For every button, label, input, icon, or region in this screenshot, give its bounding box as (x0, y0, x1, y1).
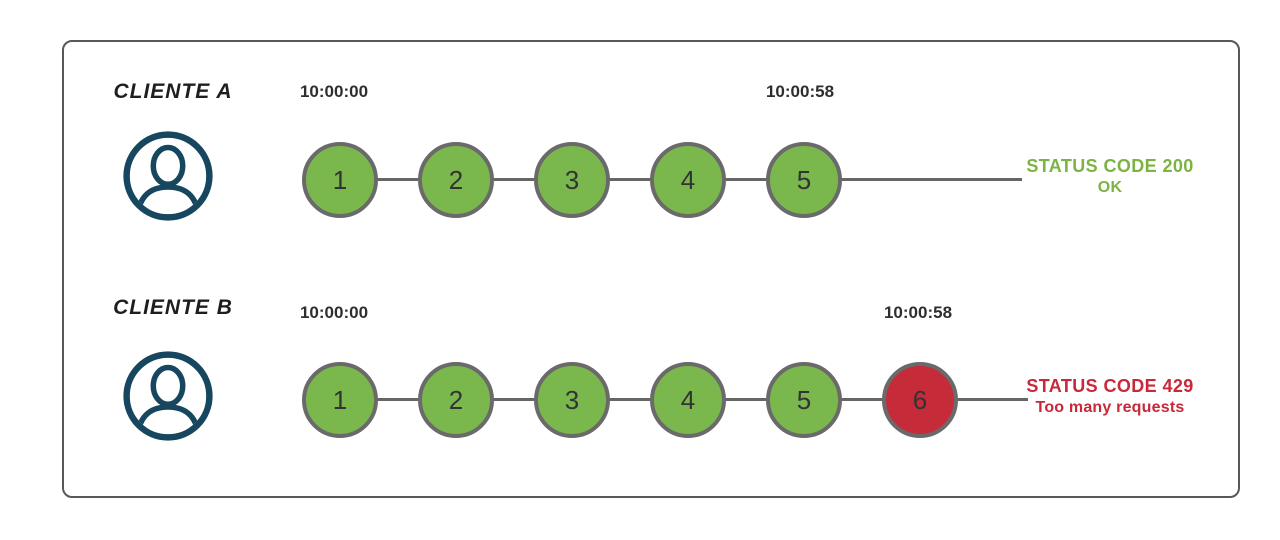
request-number: 6 (912, 384, 928, 415)
client-a-label: CLIENTE A (113, 80, 233, 103)
status-code-text: STATUS CODE 429 (1026, 376, 1194, 396)
request-number: 3 (564, 164, 580, 195)
status-message: STATUS CODE 429 Too many requests (1010, 376, 1210, 418)
request-circle: 1 (302, 362, 378, 438)
request-circle: 4 (650, 142, 726, 218)
status-description-text: Too many requests (1035, 399, 1185, 416)
request-number: 1 (332, 384, 348, 415)
request-circle: 1 (302, 142, 378, 218)
request-number: 4 (680, 164, 696, 195)
end-timestamp: 10:00:58 (883, 303, 953, 322)
request-circle: 5 (766, 362, 842, 438)
diagram-frame (62, 40, 1240, 498)
request-number: 1 (332, 164, 348, 195)
request-number: 3 (564, 384, 580, 415)
user-avatar-icon (122, 130, 214, 222)
request-circle: 3 (534, 362, 610, 438)
request-number: 5 (796, 384, 812, 415)
client-b-label: CLIENTE B (113, 296, 233, 319)
request-circle: 5 (766, 142, 842, 218)
status-message: STATUS CODE 200 OK (1010, 156, 1210, 198)
request-circle: 2 (418, 362, 494, 438)
request-number: 2 (448, 164, 464, 195)
request-circle: 4 (650, 362, 726, 438)
request-number: 4 (680, 384, 696, 415)
request-circle: 3 (534, 142, 610, 218)
status-description-text: OK (1097, 179, 1123, 196)
request-circle: 2 (418, 142, 494, 218)
start-timestamp: 10:00:00 (299, 82, 369, 101)
request-number: 5 (796, 164, 812, 195)
start-timestamp: 10:00:00 (299, 303, 369, 322)
user-avatar-icon (122, 350, 214, 442)
end-timestamp: 10:00:58 (765, 82, 835, 101)
request-circle-blocked: 6 (882, 362, 958, 438)
request-number: 2 (448, 384, 464, 415)
status-code-text: STATUS CODE 200 (1026, 156, 1194, 176)
